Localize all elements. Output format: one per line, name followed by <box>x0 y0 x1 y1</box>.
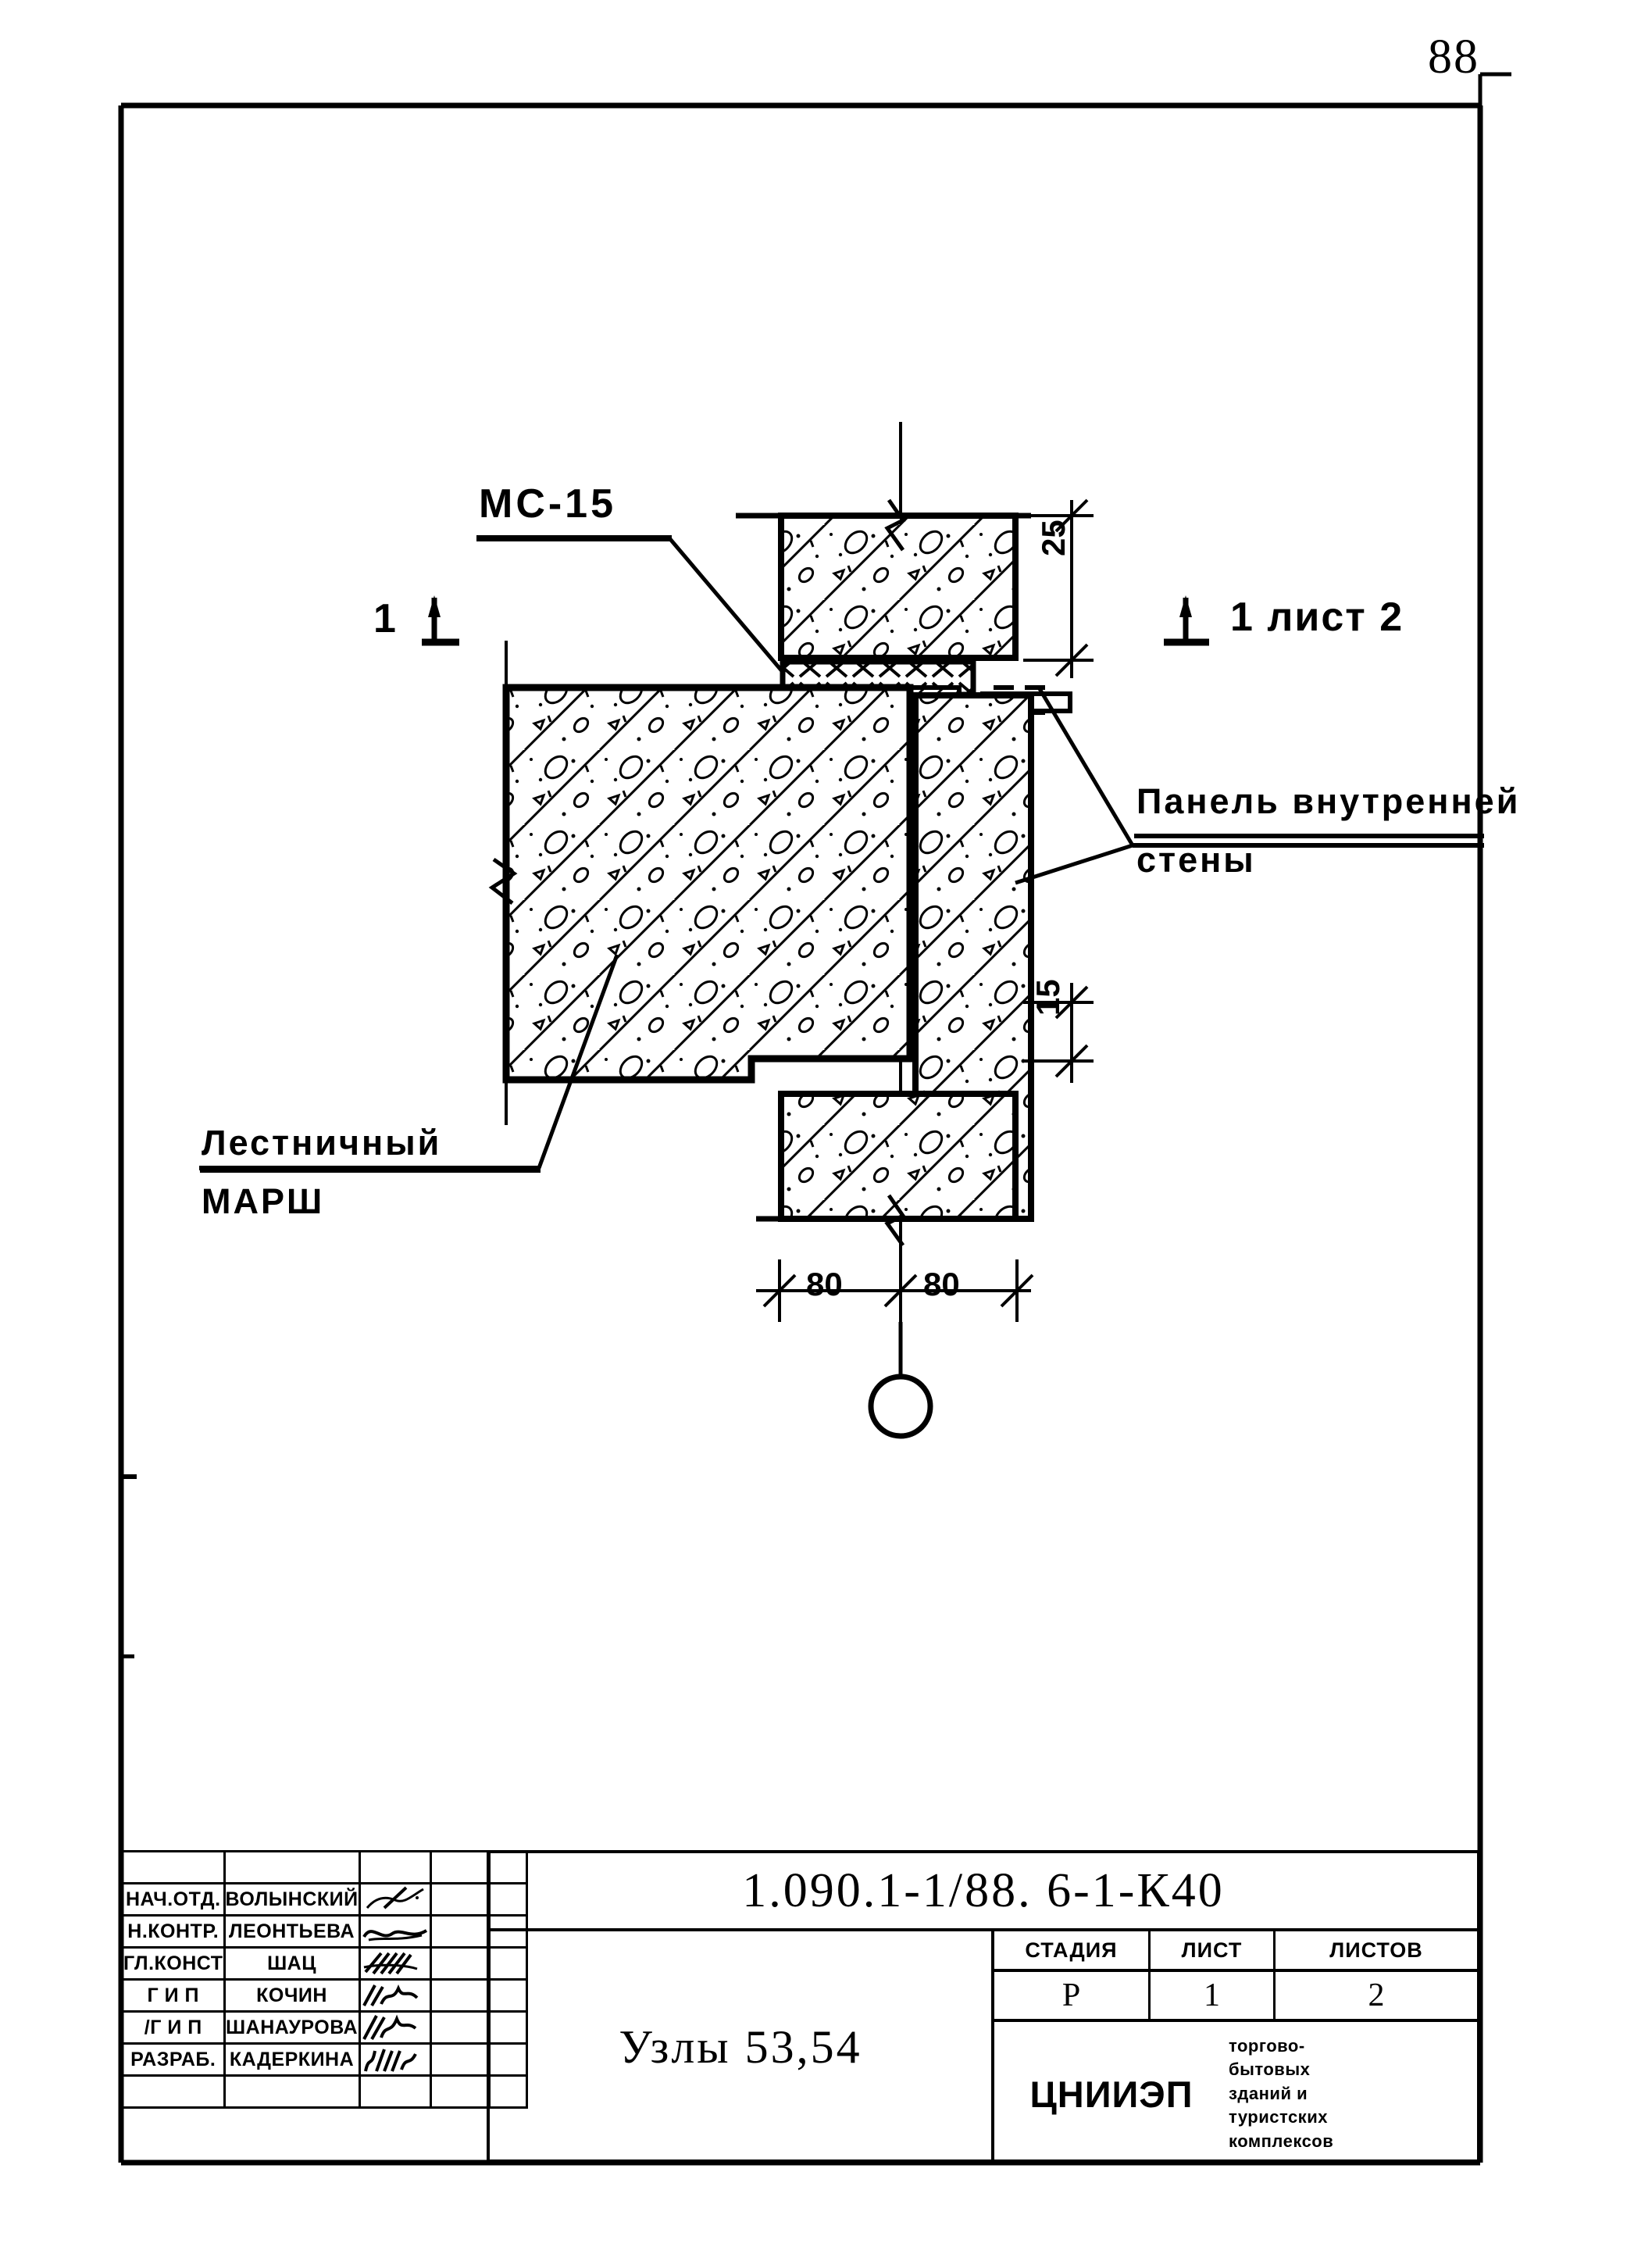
signature-scribble-icon <box>362 2014 416 2040</box>
signature-mark <box>358 2042 432 2077</box>
label-stair-march-line2: МАРШ <box>202 1181 325 1221</box>
stair-flight-body <box>502 684 914 1084</box>
dimension-label-25: 25 <box>1035 520 1072 556</box>
document-code: 1.090.1-1/88. 6-1-К40 <box>742 1863 1225 1917</box>
break-line-icon <box>884 498 906 552</box>
name-kochin: КОЧИН <box>223 1978 361 2013</box>
table-row: НАЧ.ОТД. ВОЛЫНСКИЙ <box>121 1882 528 1917</box>
label-section-sheet-ref: 1 лист 2 <box>1230 595 1404 640</box>
date-cell <box>429 2042 491 2077</box>
table-row: РАЗРАБ. КАДЕРКИНА <box>121 2042 528 2077</box>
date-cell <box>429 1946 491 1981</box>
table-row: Г И П КОЧИН <box>121 1978 528 2013</box>
leader-mc15 <box>476 537 784 673</box>
label-stair-march-line1: Лестничный <box>202 1123 442 1163</box>
dimension-25 <box>1023 498 1094 678</box>
section-marker-right <box>1164 595 1209 646</box>
sheet-title: Узлы 53,54 <box>619 2020 862 2073</box>
label-inner-wall-panel-line1: Панель внутренней <box>1136 781 1521 821</box>
label-mc15: МС-15 <box>479 481 617 527</box>
title-block: НАЧ.ОТД. ВОЛЫНСКИЙ Н <box>121 1850 1480 2163</box>
header-sheet: ЛИСТ <box>1151 1931 1276 1969</box>
signature-scribble-icon <box>363 2049 417 2072</box>
title-block-signatures-grid: НАЧ.ОТД. ВОЛЫНСКИЙ Н <box>121 1850 528 2109</box>
table-row: /Г И П ШАНАУРОВА <box>121 2010 528 2045</box>
label-section-left: 1 <box>373 596 398 641</box>
dimension-chain-80-80 <box>756 1259 1034 1322</box>
organization-row: ЦНИИЭП торгово- бытовых зданий и туристс… <box>994 2022 1477 2166</box>
organization-line-5: комплексов <box>1229 2131 1334 2151</box>
header-stage: СТАДИЯ <box>994 1931 1151 1969</box>
signature-mark <box>358 1946 432 1981</box>
name-shanaurova: ШАНАУРОВА <box>223 2010 361 2045</box>
name-kaderkina: КАДЕРКИНА <box>223 2042 361 2077</box>
sheet-frame <box>118 72 1511 2166</box>
value-stage: Р <box>994 1972 1151 2019</box>
role-n-kontr: Н.КОНТР. <box>121 1914 226 1949</box>
sheet-title-cell: Узлы 53,54 <box>490 1931 994 2163</box>
detail-assembly <box>199 422 1484 1439</box>
table-row: Н.КОНТР. ЛЕОНТЬЕВА <box>121 1914 528 1949</box>
signature-scribble-icon <box>362 1984 418 2007</box>
page-number: 88 <box>1428 30 1479 84</box>
signature-scribble-icon <box>363 1952 418 1975</box>
table-row: ГЛ.КОНСТ ШАЦ <box>121 1946 528 1981</box>
signature-mark <box>358 2010 432 2045</box>
table-row-blank-top <box>121 1850 528 1884</box>
dimension-label-80-left: 80 <box>806 1266 843 1302</box>
role-nach-otd: НАЧ.ОТД. <box>121 1882 226 1917</box>
name-volynskiy: ВОЛЫНСКИЙ <box>223 1882 361 1917</box>
organization-description: торгово- бытовых зданий и туристских ком… <box>1229 2034 1333 2153</box>
table-row-blank-bottom <box>121 2074 528 2109</box>
organization-line-3: зданий и <box>1229 2083 1308 2103</box>
break-line-icon <box>488 857 518 905</box>
organization-line-2: бытовых <box>1229 2059 1311 2080</box>
signature-mark <box>358 1978 432 2013</box>
leader-panel <box>1015 686 1484 885</box>
title-block-main: 1.090.1-1/88. 6-1-К40 Узлы 53,54 СТАДИЯ … <box>487 1850 1480 2163</box>
stage-sheet-block: СТАДИЯ ЛИСТ ЛИСТОВ Р 1 2 ЦНИИЭП торгово-… <box>994 1931 1477 2163</box>
value-sheet: 1 <box>1151 1972 1276 2019</box>
date-cell <box>429 2010 491 2045</box>
signature-mark <box>358 1914 432 1949</box>
date-cell <box>429 1914 491 1949</box>
dimension-label-15: 15 <box>1029 979 1066 1016</box>
organization-abbreviation: ЦНИИЭП <box>1029 2073 1194 2115</box>
signature-table: НАЧ.ОТД. ВОЛЫНСКИЙ Н <box>121 1850 528 2109</box>
signature-mark <box>358 1882 432 1917</box>
break-line-icon <box>884 1194 906 1247</box>
stage-headers-row: СТАДИЯ ЛИСТ ЛИСТОВ <box>994 1931 1477 1972</box>
organization-line-1: торгово- <box>1229 2036 1305 2056</box>
axis-circle-icon <box>868 1322 933 1439</box>
organization-line-4: туристских <box>1229 2107 1328 2127</box>
label-inner-wall-panel-line2: стены <box>1136 840 1256 880</box>
role-gl-konst: ГЛ.КОНСТ <box>121 1946 226 1981</box>
bottom-wall-panel <box>756 1091 1031 1222</box>
role-gip-2: /Г И П <box>121 2010 226 2045</box>
signature-scribble-icon <box>362 1929 427 1942</box>
date-cell <box>429 1978 491 2013</box>
upper-wall-panel <box>736 513 1031 661</box>
stage-values-row: Р 1 2 <box>994 1972 1477 2022</box>
name-leontyeva: ЛЕОНТЬЕВА <box>223 1914 361 1949</box>
section-marker-left <box>422 595 459 646</box>
date-cell <box>429 1882 491 1917</box>
header-sheets-total: ЛИСТОВ <box>1329 1938 1423 1962</box>
document-code-row: 1.090.1-1/88. 6-1-К40 <box>490 1853 1477 1931</box>
role-razrab: РАЗРАБ. <box>121 2042 226 2077</box>
name-shats: ШАЦ <box>223 1946 361 1981</box>
dimension-15 <box>1023 983 1094 1083</box>
dimension-label-80-right: 80 <box>923 1266 960 1302</box>
signature-scribble-icon <box>366 1886 424 1909</box>
value-sheets-total: 2 <box>1368 1977 1385 2013</box>
role-gip-1: Г И П <box>121 1978 226 2013</box>
